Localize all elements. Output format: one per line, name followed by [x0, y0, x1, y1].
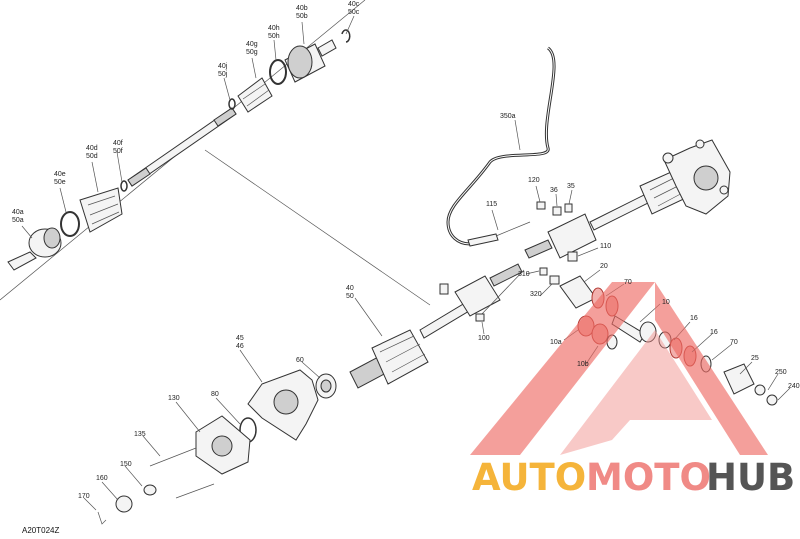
callout-40d-line1: 40d	[86, 145, 98, 152]
part-nut-110	[567, 251, 578, 262]
callout-40d-line2: 50d	[86, 153, 98, 160]
callout-250: 250	[775, 369, 787, 376]
callout-40h-line2: 50h	[268, 33, 280, 40]
main-drive-shaft	[349, 263, 523, 389]
part-cotter-pin	[97, 511, 107, 525]
watermark-hub: HUB	[706, 456, 795, 499]
part-bolt-120	[536, 201, 546, 210]
callout-16b: 16	[710, 329, 718, 336]
callout-labels: 40a50a40e50e40d50d40f50f40j50j40g50g40h5…	[12, 1, 800, 500]
callout-240: 240	[788, 383, 800, 390]
callout-120: 120	[528, 177, 540, 184]
callout-60: 60	[296, 357, 304, 364]
part-half-shaft	[127, 107, 237, 187]
part-boot-40g	[237, 77, 273, 113]
part-differential-housing	[662, 139, 731, 215]
callout-16a: 16	[690, 315, 698, 322]
callout-40g-line2: 50g	[246, 49, 258, 56]
inset-divider-line	[204, 149, 431, 306]
callout-40c-line2: 50c	[348, 9, 360, 16]
callout-40-line2: 50	[346, 293, 354, 300]
part-outer-cv-joint	[7, 227, 62, 271]
part-bolt-115	[495, 221, 531, 237]
inset-parts	[7, 29, 351, 271]
part-washer-150	[143, 484, 157, 496]
part-bolt-top	[439, 283, 449, 295]
callout-40c-line1: 40c	[348, 1, 360, 8]
part-inner-cv-joint	[284, 39, 337, 83]
callout-10: 10	[662, 299, 670, 306]
callout-40a-line2: 50a	[12, 217, 24, 224]
callout-115: 115	[486, 201, 497, 208]
callout-45-line1: 45	[236, 335, 244, 342]
part-bearing	[315, 373, 337, 399]
callout-40-line1: 40	[346, 285, 354, 292]
part-fitting-35	[564, 203, 573, 213]
callout-20: 20	[600, 263, 608, 270]
part-breather-tube	[446, 46, 556, 246]
part-boot-40d	[79, 187, 123, 233]
part-clamp-40j	[228, 98, 236, 110]
callout-40g-line1: 40g	[246, 41, 258, 48]
part-fitting-310	[539, 267, 548, 276]
part-fitting-320	[549, 275, 560, 285]
part-fitting-36	[552, 206, 562, 216]
part-clamp-40f	[120, 180, 128, 192]
callout-40e-line2: 50e	[54, 179, 66, 186]
callout-40b-line1: 40b	[296, 5, 308, 12]
diagram-code: A20T024Z	[22, 526, 59, 535]
callout-160: 160	[96, 475, 108, 482]
part-stud-135	[149, 447, 197, 467]
callout-40b-line2: 50b	[296, 13, 308, 20]
callout-45-line2: 46	[236, 343, 244, 350]
callout-10a: 10a	[550, 339, 562, 346]
callout-350a: 350a	[500, 113, 516, 120]
part-hub	[195, 415, 251, 475]
callout-310: 310	[518, 271, 530, 278]
part-knuckle	[247, 369, 319, 441]
callout-150: 150	[120, 461, 132, 468]
callout-10b: 10b	[577, 361, 589, 368]
part-bolt-100	[479, 269, 525, 317]
part-clamp-ring-40e	[60, 211, 80, 237]
callout-70b: 70	[730, 339, 738, 346]
callout-80: 80	[211, 391, 219, 398]
callout-35: 35	[567, 183, 575, 190]
callout-170: 170	[78, 493, 90, 500]
inset-leaders	[21, 15, 355, 239]
callout-36: 36	[550, 187, 558, 194]
callout-25: 25	[751, 355, 759, 362]
callout-320: 320	[530, 291, 542, 298]
part-stud-130	[175, 483, 215, 499]
callout-135: 135	[134, 431, 146, 438]
watermark-triangle	[470, 282, 655, 455]
callout-40f-line1: 40f	[113, 140, 123, 147]
callout-110: 110	[600, 243, 611, 250]
callout-40h-line1: 40h	[268, 25, 280, 32]
watermark-moto: MOTO	[586, 456, 711, 499]
callout-40e-line1: 40e	[54, 171, 66, 178]
part-nut-160	[115, 495, 133, 513]
watermark-auto: AUTO	[472, 456, 586, 499]
callout-40j-line2: 50j	[218, 71, 228, 78]
callout-70a: 70	[624, 279, 632, 286]
callout-100: 100	[478, 335, 490, 342]
callout-40a-line1: 40a	[12, 209, 24, 216]
part-clamp-ring-40h	[269, 59, 287, 85]
watermark-logo	[470, 282, 768, 455]
part-circlip	[341, 29, 351, 43]
callout-40f-line2: 50f	[113, 148, 123, 155]
callout-130: 130	[168, 395, 180, 402]
callout-40j-line1: 40j	[218, 63, 228, 70]
